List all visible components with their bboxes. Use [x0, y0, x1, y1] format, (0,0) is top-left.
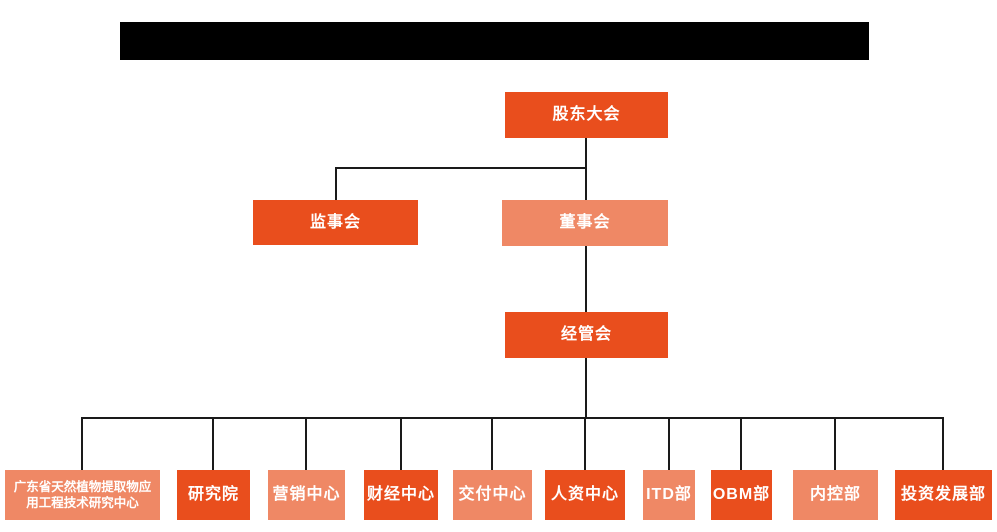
org-node-label: 投资发展部	[900, 486, 986, 503]
title-redacted-bar	[120, 22, 869, 60]
org-node-label: 董事会	[559, 214, 611, 231]
org-node-management-committee: 经管会	[505, 312, 668, 358]
connector-line	[584, 417, 586, 470]
connector-line	[491, 417, 493, 470]
org-node-label: 广东省天然植物提取物应用工程技术研究中心	[13, 479, 152, 510]
org-node-label: OBM部	[712, 486, 771, 503]
org-node-research-center: 广东省天然植物提取物应用工程技术研究中心	[5, 470, 160, 520]
org-node-shareholders-meeting: 股东大会	[505, 92, 668, 138]
connector-line	[400, 417, 402, 470]
connector-line	[335, 167, 337, 201]
org-node-label: 财经中心	[366, 486, 435, 503]
connector-line	[305, 417, 307, 470]
org-node-label: 人资中心	[550, 486, 619, 503]
org-node-finance-center: 财经中心	[364, 470, 438, 520]
connector-line	[585, 167, 587, 201]
org-node-marketing-center: 营销中心	[268, 470, 345, 520]
connector-line	[668, 417, 670, 470]
org-node-label: 内控部	[809, 486, 861, 503]
org-node-label: 监事会	[309, 213, 361, 231]
connector-line	[585, 138, 587, 168]
connector-line	[585, 246, 587, 312]
org-node-label: ITD部	[646, 486, 692, 503]
org-node-label: 股东大会	[552, 106, 621, 123]
connector-line	[81, 417, 83, 470]
org-node-label: 研究院	[187, 486, 239, 503]
connector-line	[82, 417, 944, 419]
org-node-label: 营销中心	[272, 486, 341, 503]
connector-line	[585, 358, 587, 418]
org-node-itd-department: ITD部	[643, 470, 695, 520]
connector-line	[942, 417, 944, 470]
org-node-board-of-directors: 董事会	[502, 200, 668, 246]
connector-line	[212, 417, 214, 470]
org-node-supervisory-board: 监事会	[253, 200, 418, 245]
connector-line	[834, 417, 836, 470]
connector-line	[740, 417, 742, 470]
org-node-internal-control-department: 内控部	[793, 470, 878, 520]
org-node-delivery-center: 交付中心	[453, 470, 532, 520]
org-node-research-institute: 研究院	[177, 470, 250, 520]
org-node-investment-development-department: 投资发展部	[895, 470, 992, 520]
org-node-label: 交付中心	[458, 486, 527, 503]
org-node-hr-center: 人资中心	[545, 470, 625, 520]
connector-line	[335, 167, 587, 169]
org-node-obm-department: OBM部	[711, 470, 772, 520]
org-node-label: 经管会	[560, 326, 612, 343]
